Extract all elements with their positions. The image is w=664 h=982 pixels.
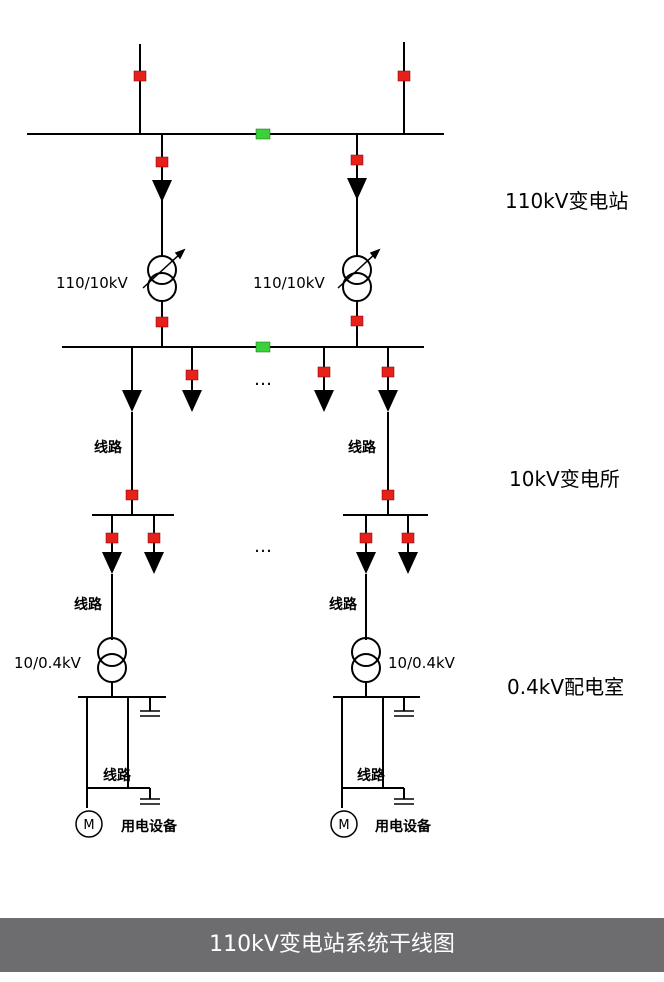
transformer-label-main-right: 110/10kV	[253, 274, 325, 292]
transformer-label-dist-right: 10/0.4kV	[388, 654, 456, 672]
ellipsis-substations: …	[254, 536, 272, 557]
caption-title: 110kV变电站系统干线图	[209, 932, 455, 957]
line-label: 线路	[348, 439, 377, 456]
transformer-10-04-left	[97, 637, 127, 667]
motor-right	[330, 810, 358, 838]
line-label: 线路	[103, 767, 132, 784]
equipment-label-right: 用电设备	[375, 818, 432, 835]
line-label: 线路	[74, 596, 103, 613]
ground-symbols	[140, 710, 414, 805]
motor-left	[75, 810, 103, 838]
transformer-label-dist-left: 10/0.4kV	[14, 654, 82, 672]
motor-symbol-right: M	[338, 818, 349, 833]
caption-bar: 110kV变电站系统干线图	[0, 918, 664, 972]
transformer-110-10-left	[147, 255, 177, 285]
level-label-10kv: 10kV变电所	[509, 467, 620, 491]
ellipsis-10kv: …	[254, 369, 272, 390]
transformer-label-main-left: 110/10kV	[56, 274, 128, 292]
bus-tie-breakers	[255, 128, 271, 353]
level-label-110kv: 110kV变电站	[505, 189, 628, 213]
single-line-diagram: M M … … 110/10kV 110/10kV 10/0.4kV 10/0.…	[14, 42, 628, 838]
equipment-label-left: 用电设备	[121, 818, 178, 835]
line-label: 线路	[329, 596, 358, 613]
transformer-10-04-right	[351, 637, 381, 667]
motor-symbol-left: M	[83, 818, 94, 833]
transformer-110-10-right	[342, 255, 372, 285]
line-label: 线路	[94, 439, 123, 456]
line-label: 线路	[357, 767, 386, 784]
circuit-breakers	[105, 70, 415, 544]
level-label-04kv: 0.4kV配电室	[507, 675, 624, 699]
